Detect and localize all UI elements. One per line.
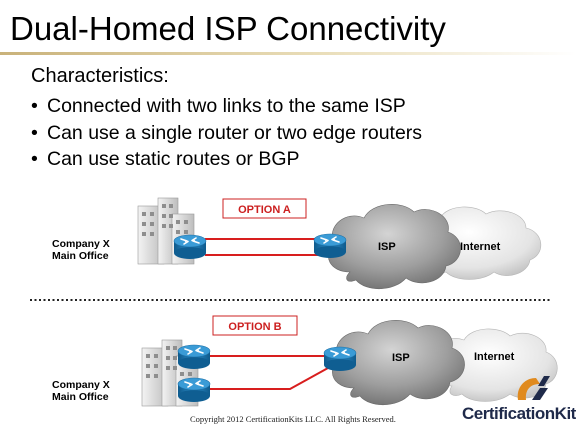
isp-cloud: ISP [328, 203, 461, 290]
certificationkits-logo-mark [517, 376, 550, 400]
characteristics-heading: Characteristics: [31, 65, 169, 87]
bullet-glyph: • [31, 148, 38, 170]
isp-label: ISP [392, 352, 410, 364]
isp-router-icon [323, 346, 357, 372]
bullet-text: Connected with two links to the same ISP [47, 95, 406, 117]
edge-router-2-icon [177, 377, 211, 403]
copyright-text: Copyright 2012 CertificationKits LLC. Al… [190, 414, 396, 424]
bullet-item: • Can use static routes or BGP [31, 146, 422, 173]
option-b-label: OPTION B [228, 321, 281, 333]
option-a-diagram: Company X Main Office OPTION A Internet … [52, 197, 542, 290]
router-icon [173, 234, 207, 260]
bullet-glyph: • [31, 121, 38, 144]
option-b-diagram: Company X Main Office OPTION B Internet … [52, 315, 558, 407]
network-diagram: Company X Main Office OPTION A Internet … [30, 197, 558, 407]
title-underline [0, 52, 576, 55]
wan-link-2 [205, 367, 329, 390]
internet-label: Internet [460, 241, 501, 253]
characteristics-list: • Connected with two links to the same IS… [31, 93, 422, 173]
isp-label: ISP [378, 241, 396, 253]
bullet-item: • Can use a single router or two edge rou… [31, 120, 422, 147]
brand-name: CertificationKits [462, 404, 576, 423]
site-label-line2: Main Office [52, 250, 109, 262]
slide-title: Dual-Homed ISP Connectivity [10, 10, 446, 47]
isp-router-icon [313, 233, 347, 259]
bullet-glyph: • [31, 95, 38, 117]
site-label-line2: Main Office [52, 391, 109, 403]
site-label-line1: Company X [52, 379, 110, 391]
internet-label: Internet [474, 351, 515, 363]
option-b-box [212, 315, 298, 336]
option-a-box [222, 198, 307, 219]
option-a-label: OPTION A [238, 204, 291, 216]
bullet-item: • Connected with two links to the same IS… [31, 93, 422, 120]
bullet-text: Can use static routes or BGP [47, 148, 300, 170]
edge-router-1-icon [177, 344, 211, 370]
isp-cloud: ISP [332, 319, 465, 406]
site-label-line1: Company X [52, 238, 110, 250]
bullet-text: Can use a single router or two edge rout… [47, 121, 423, 144]
